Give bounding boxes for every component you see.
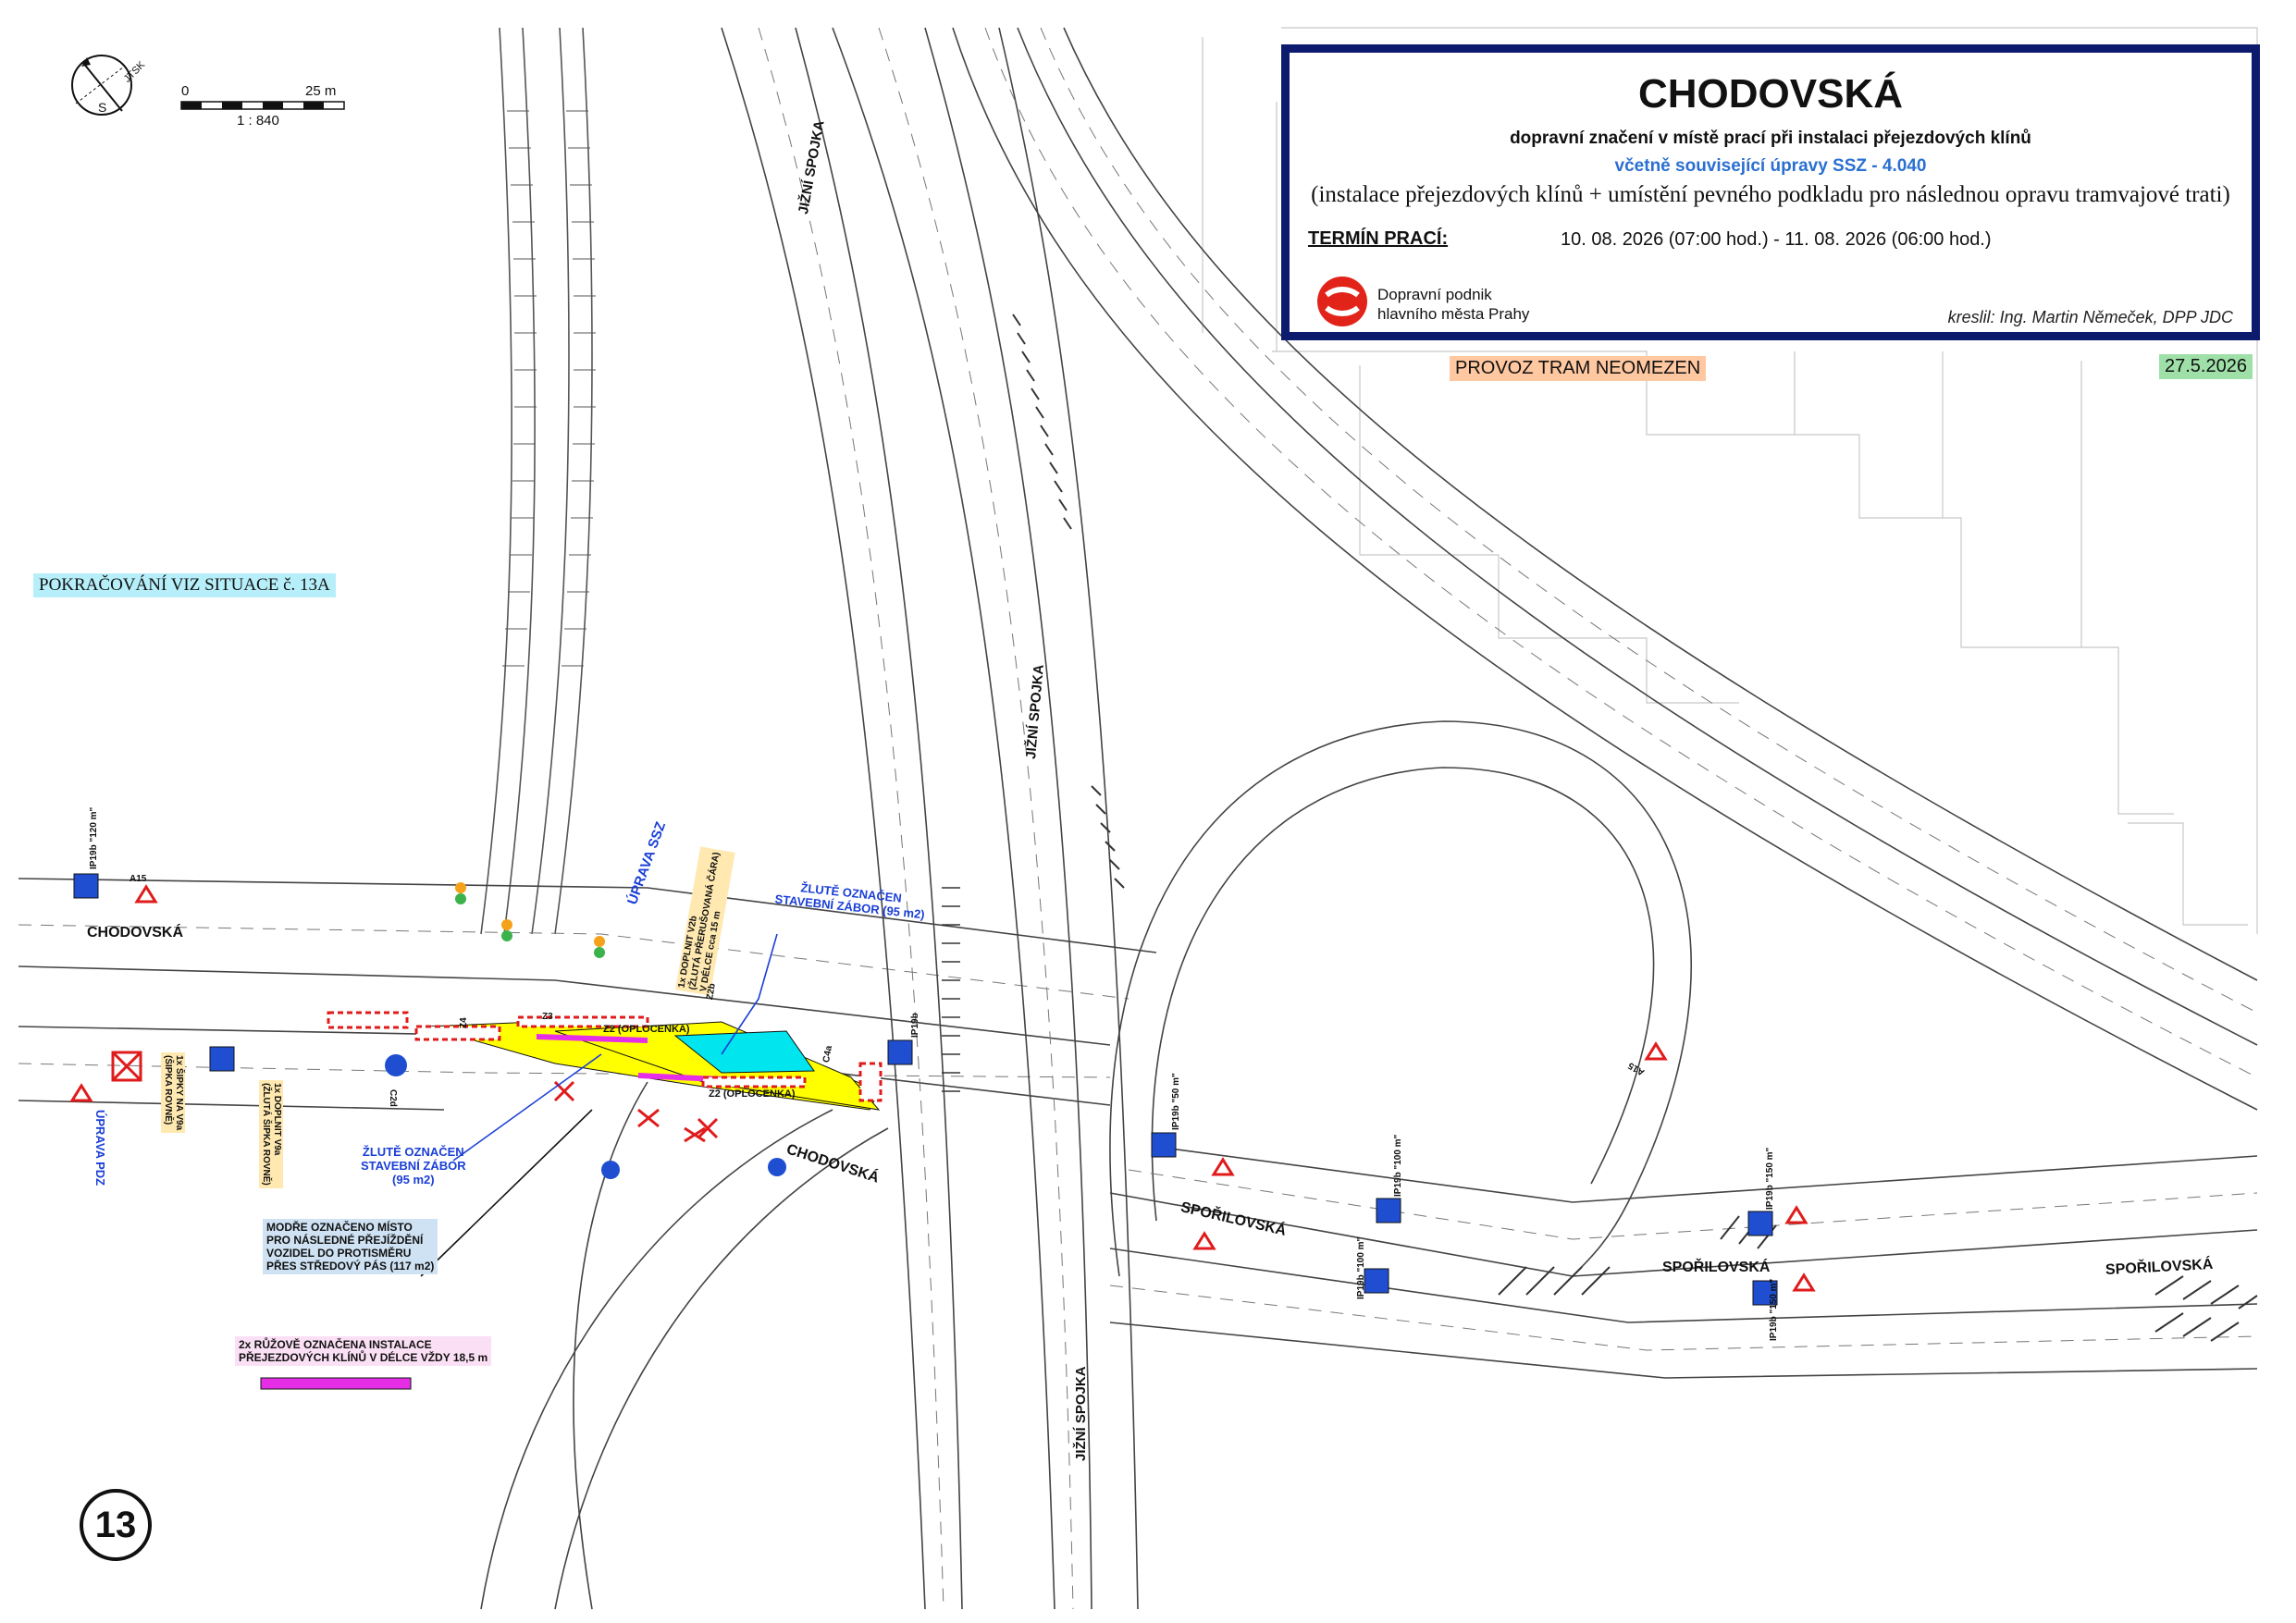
barrier-bottom — [701, 1076, 807, 1088]
work-zone — [327, 1011, 883, 1111]
tram-tracks — [480, 27, 593, 935]
ip19b-sign-icon — [73, 873, 1778, 1306]
road-sporilovska-lanes — [1109, 1169, 2258, 1351]
leader-lines — [452, 933, 778, 1162]
road-cloverleaf — [1109, 720, 1692, 1277]
sheet-number: 13 — [80, 1489, 152, 1561]
title-block: CHODOVSKÁ dopravní značení v místě prací… — [1281, 44, 2260, 340]
note-modre: MODŘE OZNAČENO MÍSTO PRO NÁSLEDNÉ PŘEJÍŽ… — [263, 1219, 438, 1274]
legend-pink-bar — [260, 1377, 412, 1390]
barrier-left — [327, 1011, 409, 1029]
sign-label-ip19-50: IP19b "50 m" — [1171, 1073, 1181, 1130]
note-sipka-v9a: 1x ŠIPKY NA V9a (ŠIPKA ROVNĚ) — [161, 1052, 185, 1134]
street-label-jizni-spojka-south: JIŽNÍ SPOJKA — [1073, 1366, 1089, 1461]
road-chodovska — [18, 878, 1157, 1111]
label-oplocenka-2: Z2 (OPLOCENKA) — [709, 1088, 796, 1100]
tag-date: 27.5.2026 — [2159, 354, 2253, 379]
rail-sleepers-center — [942, 887, 960, 1092]
note-doplnit-v9a: 1x DOPLNIT V9a (ŽLUTÁ ŠIPKA ROVNĚ) — [259, 1080, 283, 1188]
road-ne-ramp-lanes — [984, 27, 2258, 1078]
traffic-light-icon — [455, 882, 605, 958]
title-block-title: CHODOVSKÁ — [1637, 71, 1904, 117]
road-chodovska-lanes — [18, 924, 1129, 1078]
title-block-subtitle-2: včetně související úpravy SSZ - 4.040 — [1614, 156, 1927, 176]
north-label: S — [98, 100, 107, 115]
sign-label-z4: Z4 — [459, 1017, 469, 1028]
tag-pokracovani: POKRAČOVÁNÍ VIZ SITUACE č. 13A — [33, 573, 336, 597]
sign-label-ip19-100b: IP19b "100 m" — [1356, 1236, 1366, 1299]
org-line-1: Dopravní podnik — [1377, 286, 1492, 303]
road-jizni-spojka-lanes — [758, 27, 1074, 1610]
building-outlines — [1202, 27, 2258, 934]
barrier-mid — [414, 1025, 501, 1041]
note-uprava-pdz: ÚPRAVA PDZ — [93, 1110, 107, 1187]
road-jizni-spojka — [721, 27, 1139, 1610]
wedge-magenta-1 — [537, 1034, 648, 1043]
org-line-2: hlavního města Prahy — [1377, 305, 1530, 323]
sign-label-ip19-150b: IP19b "150 m" — [1769, 1278, 1779, 1341]
street-label-sporilovska-2: SPOŘILOVSKÁ — [1662, 1260, 1771, 1275]
road-sw — [480, 1081, 889, 1610]
sign-label-ip19-150a: IP19b "150 m" — [1765, 1147, 1775, 1210]
scale-ratio: 1 : 840 — [237, 113, 279, 129]
sign-label-c2d: C2d — [388, 1089, 398, 1107]
scale-max: 25 m — [305, 83, 337, 99]
c4a-sign-icon — [385, 1054, 786, 1179]
street-label-chodovska-west: CHODOVSKÁ — [87, 925, 184, 941]
sign-label-ip19-100a: IP19b "100 m" — [1393, 1134, 1403, 1197]
dpp-logo-icon — [1317, 277, 1367, 326]
sign-label-ip19-plain: IP19b — [910, 1013, 920, 1038]
title-block-subtitle-1: dopravní značení v místě prací při insta… — [1510, 129, 2031, 148]
note-zabor-95-west: ŽLUTĚ OZNAČEN STAVEBNÍ ZÁBOR (95 m2) — [361, 1145, 466, 1187]
barrier-east — [858, 1062, 883, 1102]
sign-label-a15-w: A15 — [130, 874, 147, 884]
scale-zero: 0 — [181, 83, 190, 99]
label-oplocenka-1: Z2 (OPLOCENKA) — [603, 1024, 690, 1035]
sign-label-ip19-120: IP19b "120 m" — [89, 806, 99, 869]
scale-bar — [180, 101, 345, 110]
no-entry-x-icon — [111, 1051, 142, 1082]
title-block-subtitle-3: (instalace přejezdových klínů + umístění… — [1311, 182, 2230, 207]
note-ruzove: 2x RŮŽOVĚ OZNAČENA INSTALACE PŘEJEZDOVÝC… — [235, 1336, 492, 1366]
author: kreslil: Ing. Martin Němeček, DPP JDC — [1947, 308, 2233, 326]
leader-line-modre — [420, 1109, 593, 1277]
a15-warning-icon — [69, 884, 1816, 1292]
no-entry-x-icon — [553, 1080, 719, 1143]
term-label: TERMÍN PRACÍ: — [1308, 228, 1449, 249]
zone-cyan-transit — [673, 1030, 815, 1074]
term-value: 10. 08. 2026 (07:00 hod.) - 11. 08. 2026… — [1561, 229, 1992, 250]
tram-track-ties — [502, 110, 596, 667]
sign-label-z3: Z3 — [542, 1012, 553, 1022]
road-ne-ramp — [952, 27, 2258, 1111]
barrier-top — [516, 1015, 649, 1028]
tag-provoz: PROVOZ TRAM NEOMEZEN — [1450, 356, 1707, 381]
